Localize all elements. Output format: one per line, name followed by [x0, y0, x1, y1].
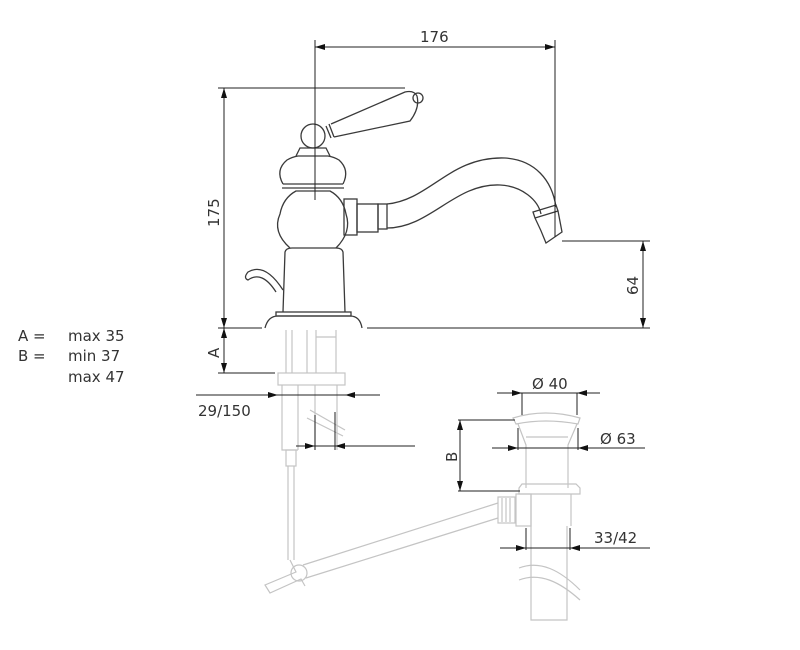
dim-spout-reach: 176	[420, 28, 449, 46]
base-ring	[275, 311, 352, 317]
waste-nut	[518, 483, 581, 495]
spout-ring	[377, 203, 388, 230]
nut-knurl	[501, 498, 511, 522]
dim-spout-height: 64	[624, 276, 642, 295]
pop-up-plug	[512, 412, 581, 425]
pivot-rod	[302, 502, 499, 579]
legend-key-b: B =	[18, 347, 46, 365]
legend-value-a-max: max 35	[68, 327, 125, 345]
waste-body	[517, 423, 578, 488]
spout-top	[386, 157, 557, 208]
upper-bulb	[279, 155, 347, 185]
collar	[295, 147, 331, 157]
dimension-lines: 176 175 64 A 29/150 Ø 40 Ø 63 B 33/42	[196, 28, 650, 551]
faucet	[244, 90, 563, 329]
dim-hole-diameter: 29/150	[198, 402, 251, 420]
break-line	[518, 564, 581, 601]
legend-value-b-min: min 37	[68, 347, 120, 365]
lever-ferrule	[325, 123, 335, 139]
fixing-nut	[277, 372, 346, 386]
dim-waste-top-diameter: Ø 40	[532, 375, 568, 393]
spout-bottom	[386, 184, 542, 229]
aerator	[532, 204, 563, 245]
lever-knob	[412, 92, 424, 104]
dim-waste-flange-diameter: Ø 63	[600, 430, 636, 448]
spout-socket	[343, 198, 358, 236]
lower-body	[282, 247, 346, 313]
dim-waste-pipe-diameter: 33/42	[594, 529, 637, 547]
dim-label-a: A	[205, 347, 223, 358]
legend-value-b-max: max 47	[68, 368, 125, 386]
pivot-ball	[290, 564, 308, 582]
lift-rod	[287, 466, 295, 560]
mounting-shank	[285, 330, 337, 373]
dim-total-height: 175	[205, 198, 223, 227]
pivot-nut	[497, 496, 516, 524]
flexible-hose-connector	[281, 385, 338, 451]
dim-label-b: B	[443, 452, 461, 462]
legend-key-a: A =	[18, 327, 46, 345]
lever-hub	[300, 123, 326, 149]
middle-bulb	[276, 190, 349, 249]
section-marks	[306, 409, 346, 437]
waste-collar	[515, 493, 532, 527]
waste-pipe	[530, 494, 572, 621]
body-ring	[282, 183, 344, 189]
legend: A = max 35 B = min 37 max 47	[18, 327, 125, 386]
under-sink-plumbing	[264, 330, 581, 621]
lever-handle	[330, 90, 419, 138]
spout-connector	[356, 203, 379, 233]
base-dome	[264, 315, 363, 329]
rod-coupling	[285, 449, 297, 467]
pop-up-lever	[244, 268, 284, 293]
